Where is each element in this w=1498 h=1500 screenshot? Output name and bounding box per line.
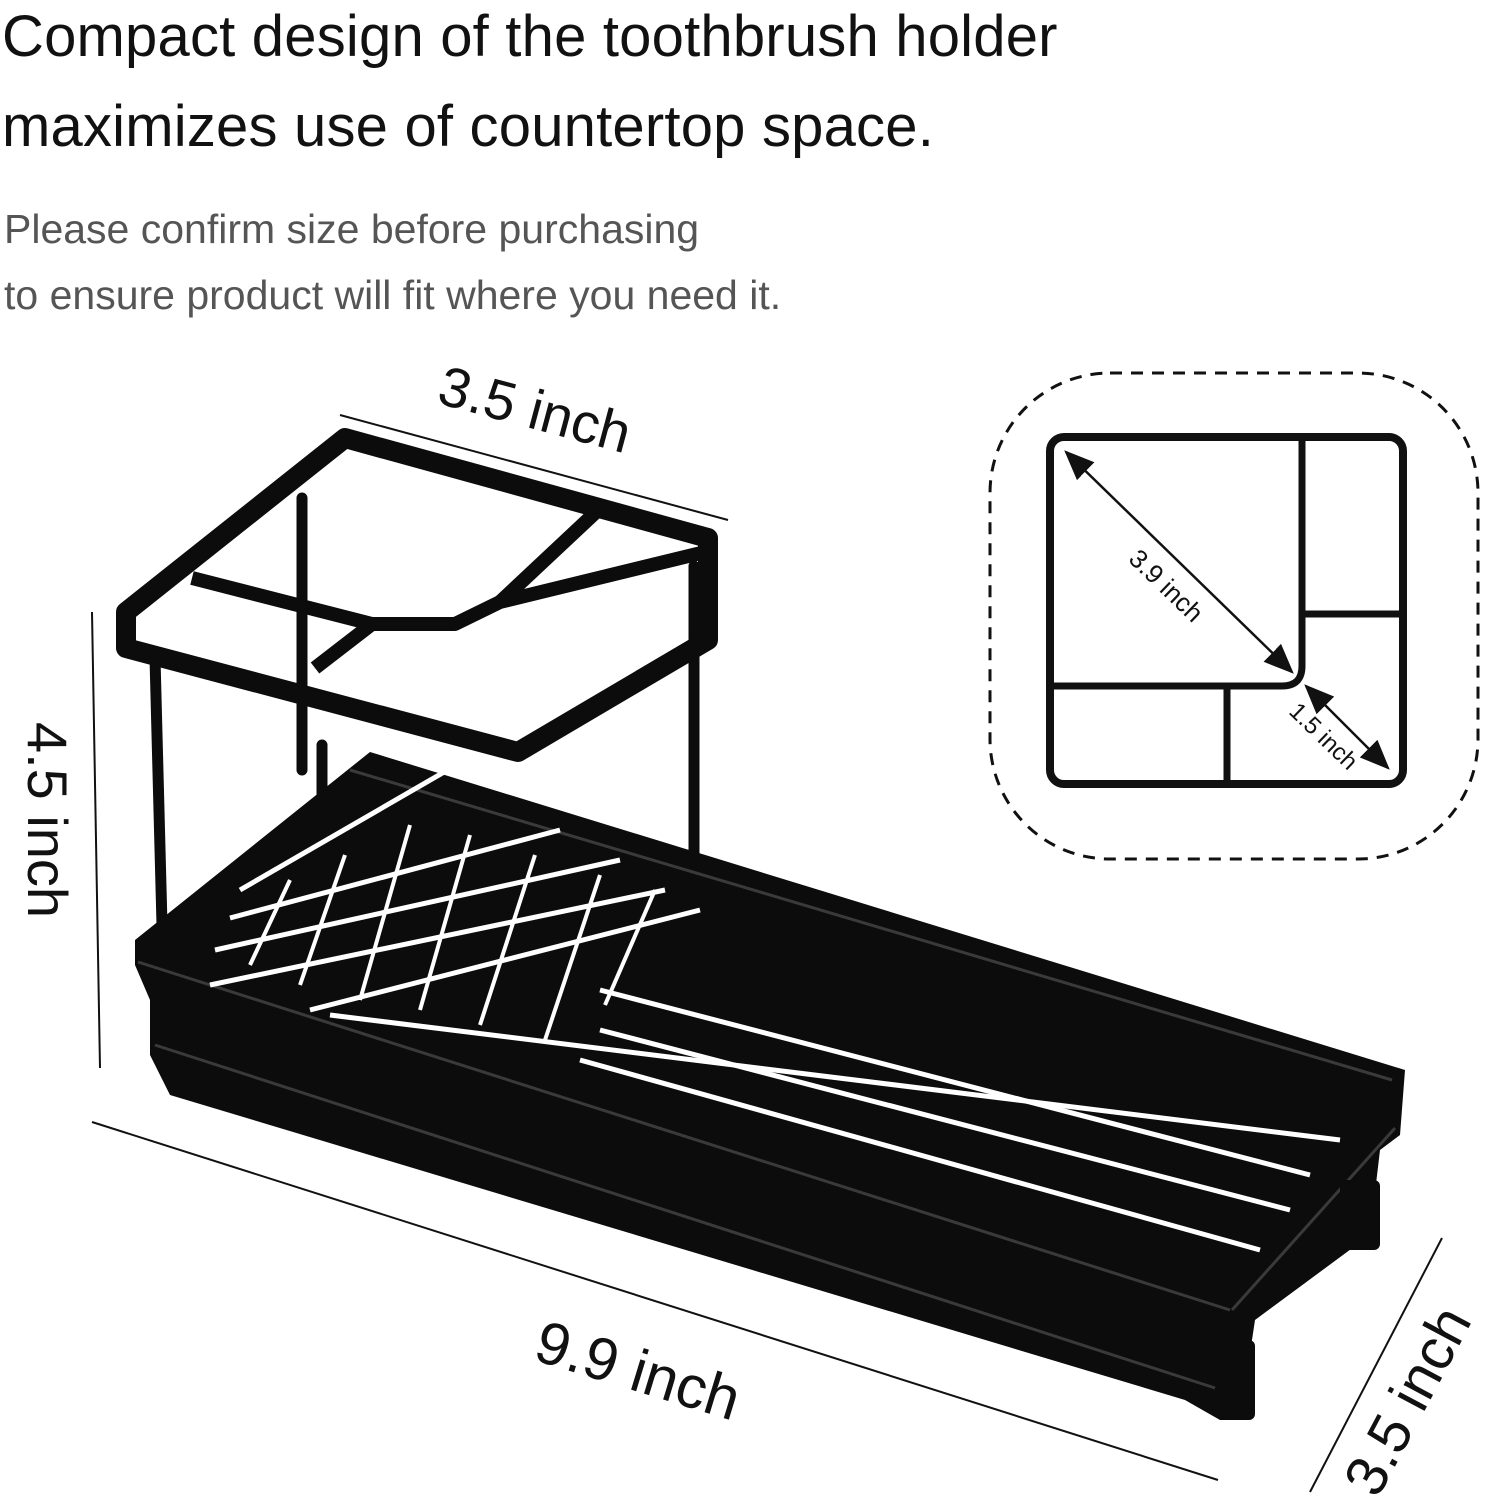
- height-label: 4.5 inch: [16, 722, 79, 918]
- dimension-lines: [91, 414, 1443, 1493]
- headline: Compact design of the toothbrush holder …: [2, 0, 1058, 172]
- headline-line-1: Compact design of the toothbrush holder: [2, 4, 1058, 69]
- dashed-outline: [988, 371, 1480, 861]
- size-note: Please confirm size before purchasing to…: [4, 196, 781, 328]
- depth-label: 3.5 inch: [1331, 1296, 1484, 1500]
- diagonal-arrow: [1064, 450, 1294, 674]
- size-note-line-2: to ensure product will fit where you nee…: [4, 272, 782, 318]
- length-label: 9.9 inch: [528, 1308, 749, 1434]
- size-note-line-1: Please confirm size before purchasing: [4, 206, 700, 252]
- height-dimension-line: [91, 611, 101, 1069]
- headline-line-2: maximizes use of countertop space.: [2, 94, 935, 159]
- cup-width-dimension-line: [339, 414, 729, 521]
- top-view-dividers: [1052, 440, 1400, 782]
- top-view-inset: [988, 371, 1480, 861]
- toothbrush-holder-image: [116, 428, 1405, 1420]
- length-dimension-line: [91, 1121, 1219, 1481]
- compartment-arrow: [1304, 684, 1390, 770]
- depth-dimension-line: [1309, 1237, 1443, 1493]
